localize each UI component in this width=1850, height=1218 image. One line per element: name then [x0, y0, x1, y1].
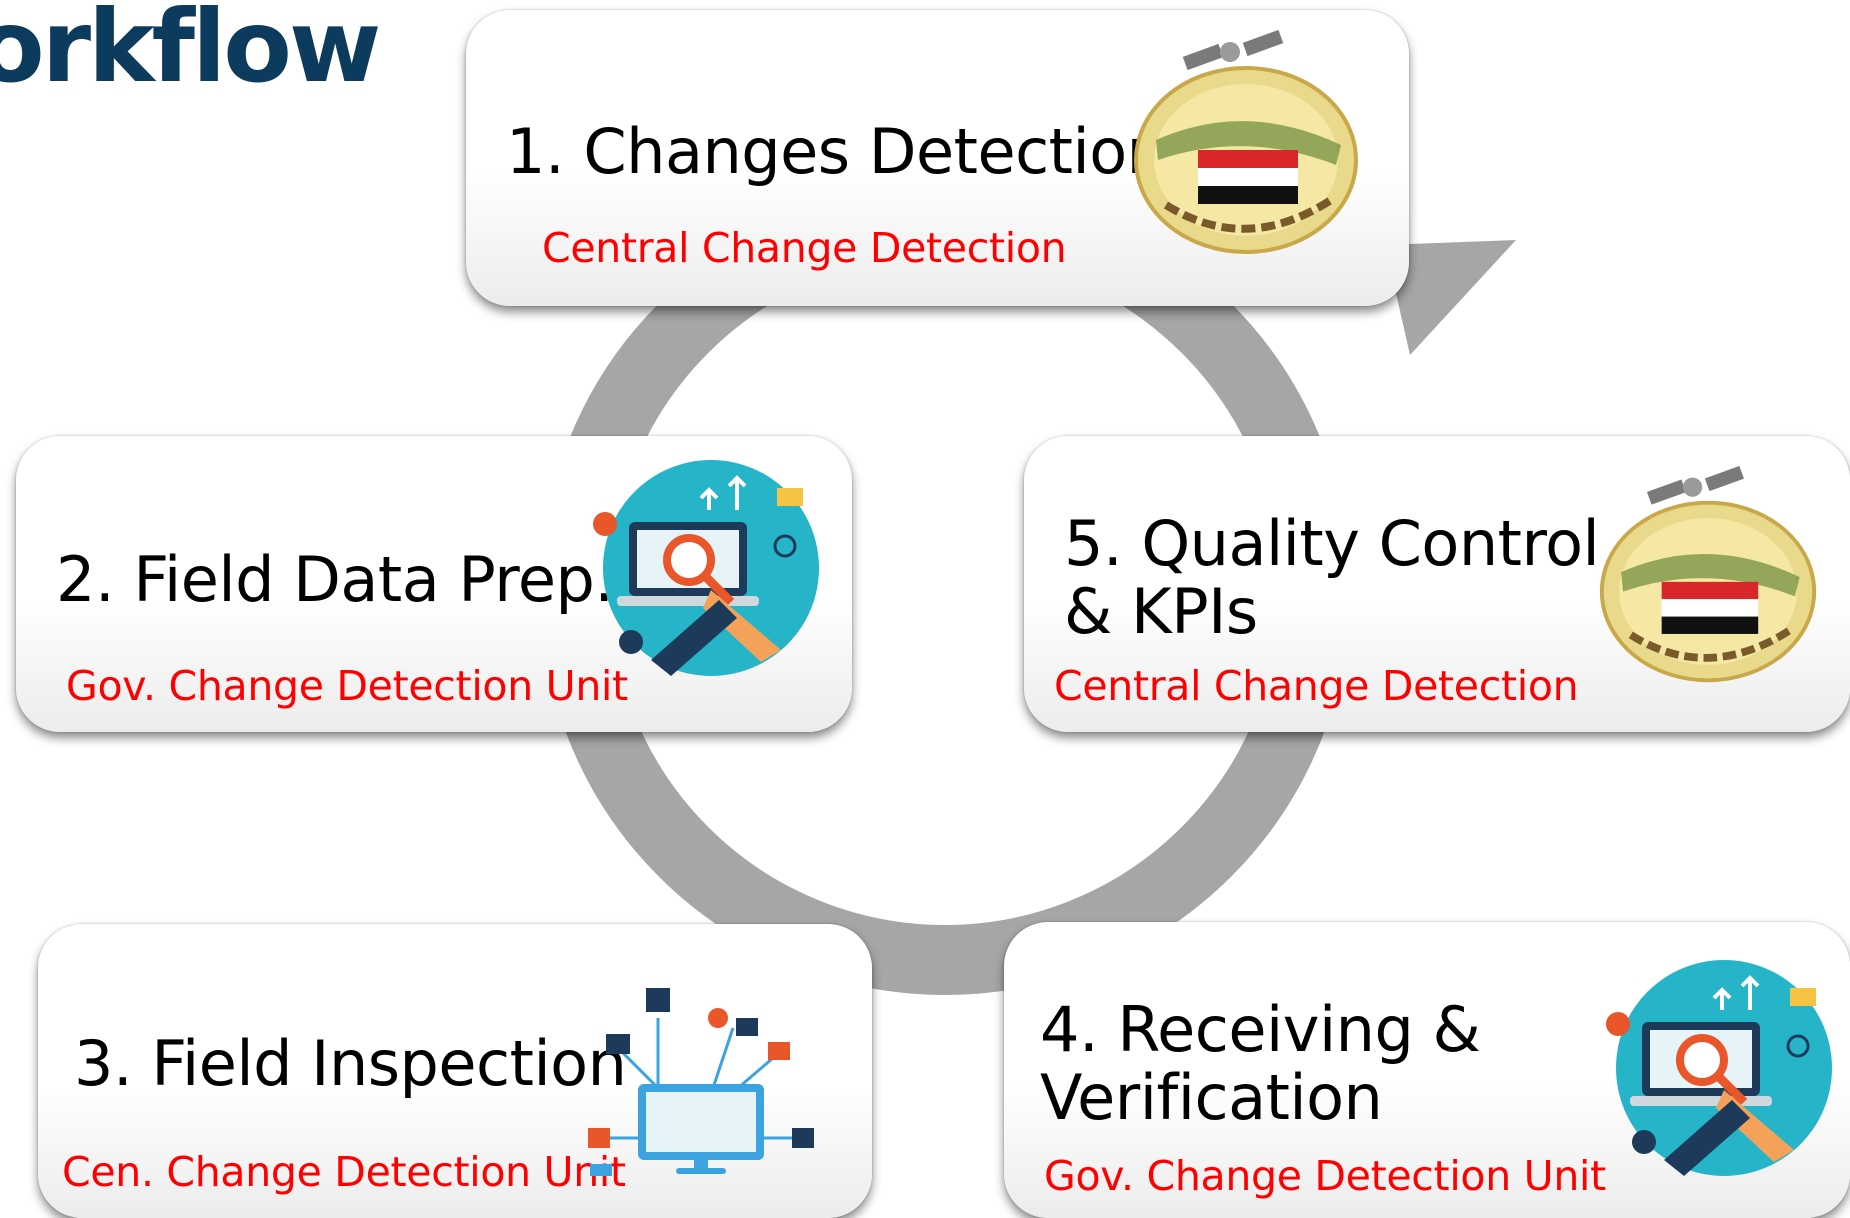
step-card-changes-detection[interactable]: 1. Changes Detection Central Change Dete… — [466, 10, 1409, 306]
step-card-receiving-verification[interactable]: 4. Receiving & Verification Gov. Change … — [1004, 922, 1850, 1218]
step-title-line2: & KPIs — [1064, 575, 1258, 648]
step-owner: Gov. Change Detection Unit — [1044, 1152, 1606, 1200]
step-card-field-inspection[interactable]: 3. Field Inspection Cen. Change Detectio… — [38, 924, 872, 1218]
cycle-arrowhead — [1385, 240, 1516, 355]
step-owner: Central Change Detection — [542, 224, 1067, 272]
monitor-network-icon — [588, 988, 814, 1176]
step-title-line1: 5. Quality Control — [1064, 507, 1600, 580]
step-card-field-data-prep[interactable]: 2. Field Data Prep. Gov. Change Detectio… — [16, 436, 852, 732]
step-title: 1. Changes Detection — [506, 115, 1166, 188]
step-title: 3. Field Inspection — [74, 1027, 627, 1100]
step-title-line2: Verification — [1040, 1061, 1383, 1134]
step-owner: Central Change Detection — [1054, 662, 1579, 710]
laptop-search-icon — [593, 460, 819, 676]
page-title: orkflow — [0, 0, 381, 105]
step-owner: Cen. Change Detection Unit — [62, 1148, 626, 1196]
laptop-search-icon — [1606, 960, 1832, 1176]
step-owner: Gov. Change Detection Unit — [66, 662, 628, 710]
step-title: 2. Field Data Prep. — [56, 543, 614, 616]
satellite-logo-icon — [1599, 466, 1817, 683]
step-card-quality-control[interactable]: 5. Quality Control & KPIs Central Change… — [1024, 436, 1850, 732]
satellite-logo-icon — [1134, 30, 1358, 254]
step-title-line1: 4. Receiving & — [1040, 993, 1481, 1066]
